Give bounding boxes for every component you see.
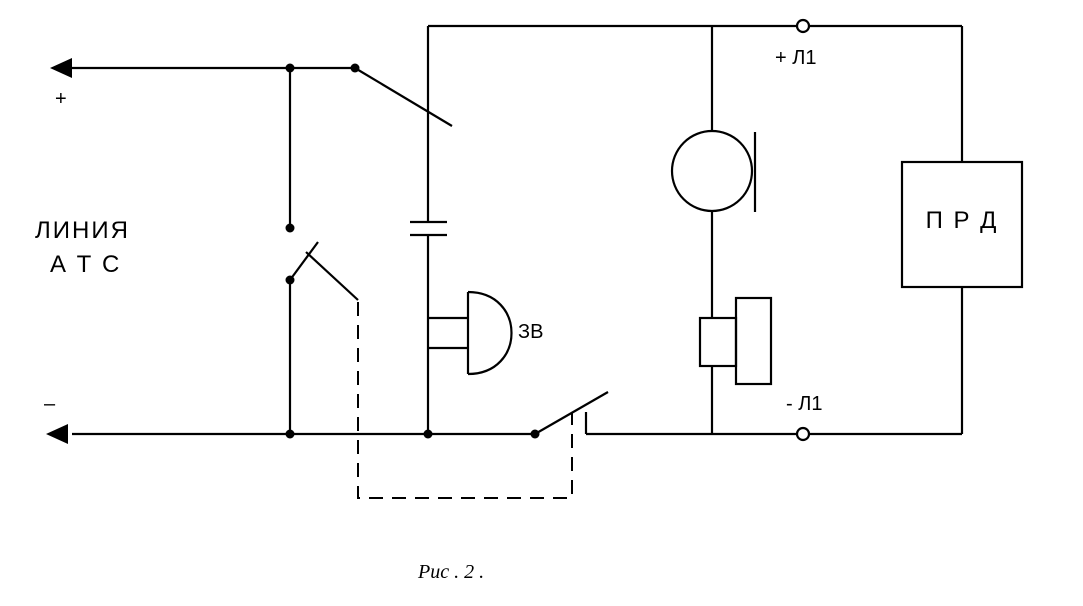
buzzer: [428, 290, 513, 376]
prd-block: [900, 160, 1024, 289]
terminal-plus-l1: [795, 18, 811, 34]
junction-dot: [285, 429, 295, 439]
capacitor: [410, 112, 447, 434]
plus-l1-label: + Л1: [775, 47, 816, 69]
earpiece: [670, 26, 757, 318]
plus-label: +: [55, 88, 67, 110]
figure-caption: Рис . 2 .: [417, 561, 484, 583]
prd-label: П Р Д: [926, 207, 999, 234]
minus-label: –: [44, 393, 56, 415]
microphone: [698, 296, 773, 434]
hook-switch-left: [285, 68, 359, 434]
line-label: ЛИНИЯ: [35, 217, 130, 244]
main-loop: [426, 24, 964, 436]
junction-dot: [285, 63, 295, 73]
buzzer-label: ЗВ: [518, 321, 543, 343]
minus-l1-label: - Л1: [786, 393, 822, 415]
mechanical-link: [357, 302, 573, 499]
terminal-minus-l1: [795, 426, 811, 442]
minus-line-wire: [46, 424, 535, 444]
hook-switch-bottom: [534, 391, 800, 436]
hook-switch-top: [354, 67, 453, 127]
plus-line-wire: [50, 58, 355, 78]
ats-label: А Т С: [50, 251, 121, 278]
